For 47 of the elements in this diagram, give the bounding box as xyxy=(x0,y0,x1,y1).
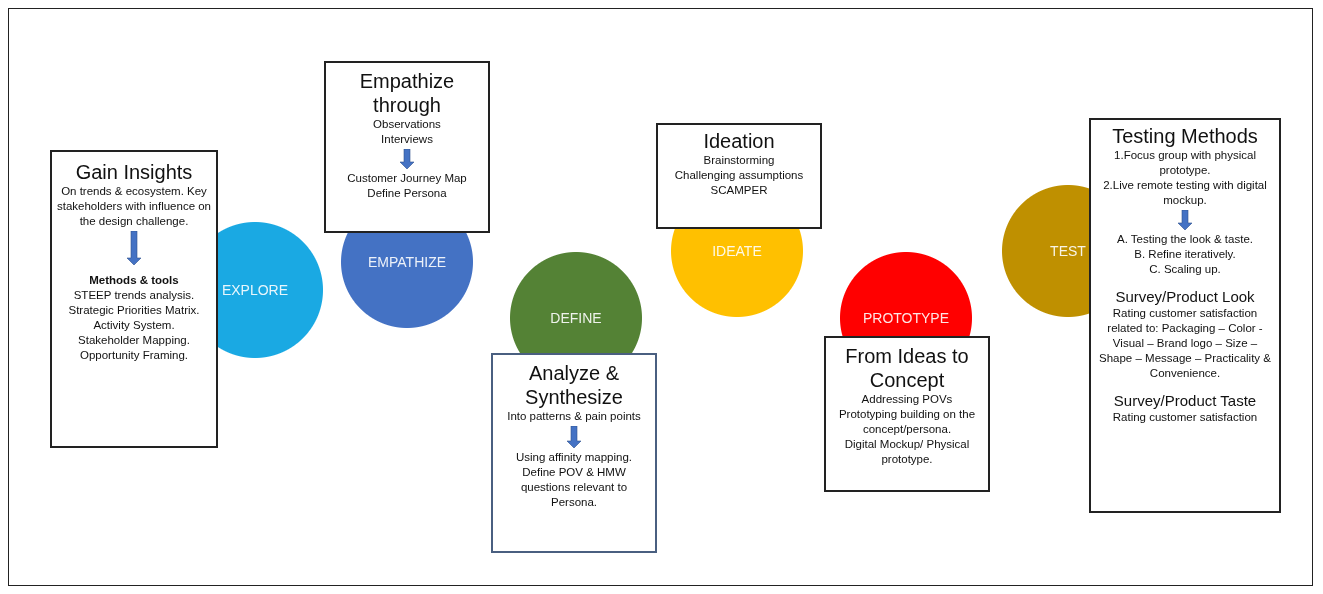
box-text: On trends & ecosystem. Key stakeholders with influence on the design challenge. xyxy=(56,184,212,229)
box-text: 2.Live remote testing with digital mockup. xyxy=(1102,178,1268,208)
box-text: Activity System. xyxy=(92,318,176,333)
phase-label: TEST xyxy=(1050,243,1086,259)
box-text: Into patterns & pain points xyxy=(506,409,642,424)
phase-label: PROTOTYPE xyxy=(862,310,950,326)
box-heading: Testing Methods xyxy=(1111,124,1259,148)
box-heading: Empathize through xyxy=(358,69,456,117)
text-box xyxy=(1089,118,1281,513)
box-text: 1.Focus group with physical prototype. xyxy=(1113,148,1257,178)
text-box xyxy=(656,123,822,229)
phase-label: IDEATE xyxy=(712,243,762,259)
box-text: Using affinity mapping. xyxy=(514,450,634,465)
box-text: Rating customer satisfaction xyxy=(1111,410,1259,425)
box-text: Digital Mockup/ Physical prototype. xyxy=(843,437,971,467)
box-text: Brainstorming xyxy=(702,153,776,168)
phase-label: DEFINE xyxy=(550,310,602,326)
box-text: Rating customer satisfaction related to: Packaging – Color - Visual – Brand logo – Size – Shape – Message – Practicality & Convenience. xyxy=(1098,306,1272,381)
box-text: Customer Journey Map xyxy=(346,171,468,186)
box-text: B. Refine iteratively. xyxy=(1133,247,1237,262)
box-heading: From Ideas to Concept xyxy=(844,344,970,392)
box-text: Observations xyxy=(372,117,442,132)
box-text: Define POV & HMW questions relevant to Persona. xyxy=(519,465,629,510)
section-heading: Methods & tools xyxy=(88,273,180,288)
box-text: Stakeholder Mapping. xyxy=(77,333,191,348)
box-text: Addressing POVs xyxy=(860,392,954,407)
box-text: Prototyping building on the concept/persona. xyxy=(837,407,977,437)
box-text: C. Scaling up. xyxy=(1148,262,1222,277)
phase-label: EMPATHIZE xyxy=(368,254,446,270)
box-text: Strategic Priorities Matrix. xyxy=(67,303,201,318)
text-box xyxy=(824,336,990,492)
box-text: Define Persona xyxy=(366,186,448,201)
box-text: Opportunity Framing. xyxy=(79,348,189,363)
box-heading: Ideation xyxy=(702,129,776,153)
box-text: SCAMPER xyxy=(709,183,769,198)
section-heading: Survey/Product Look xyxy=(1114,287,1256,306)
text-box xyxy=(491,353,657,553)
phase-label: EXPLORE xyxy=(221,282,289,298)
text-box xyxy=(324,61,490,233)
text-box xyxy=(50,150,218,448)
box-text: STEEP trends analysis. xyxy=(72,288,196,303)
box-text: A. Testing the look & taste. xyxy=(1116,232,1254,247)
box-text: Challenging assumptions xyxy=(673,168,805,183)
box-text: Interviews xyxy=(380,132,434,147)
box-heading: Analyze & Synthesize xyxy=(524,361,624,409)
section-heading: Survey/Product Taste xyxy=(1112,391,1258,410)
box-heading: Gain Insights xyxy=(74,160,194,184)
